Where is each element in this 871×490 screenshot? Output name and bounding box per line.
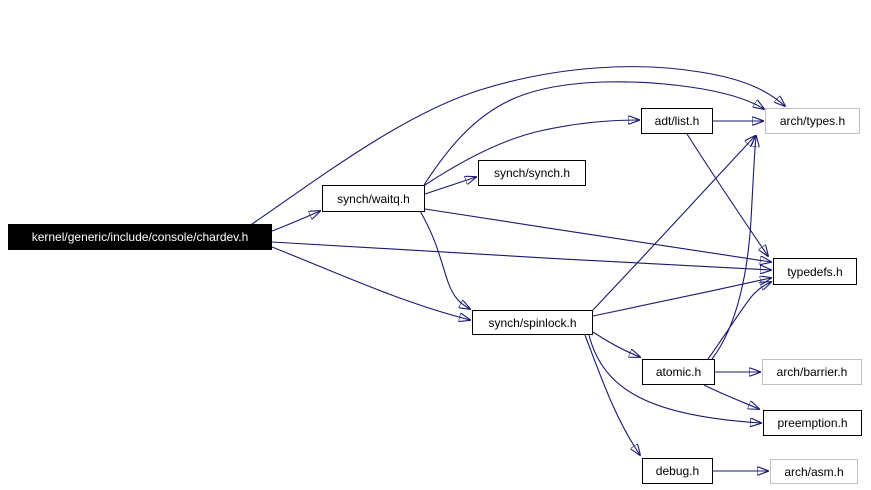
node-typedefs-h[interactable]: typedefs.h [773,258,857,285]
edge-waitq-to-spinlock [419,210,470,309]
edge-chardev-to-arch-types [251,66,785,225]
node-arch-types-h[interactable]: arch/types.h [765,108,860,134]
edge-waitq-to-arch-types [423,81,764,186]
edge-spinlock-to-debug [584,334,640,455]
edge-waitq-to-typedefs [424,208,771,262]
edge-atomic-to-typedefs [707,282,771,360]
node-synch-spinlock-h[interactable]: synch/spinlock.h [472,310,593,335]
edge-chardev-to-waitq [271,211,320,232]
node-synch-synch-h[interactable]: synch/synch.h [478,160,586,186]
edge-spinlock-to-typedefs [592,278,771,317]
node-synch-waitq-h[interactable]: synch/waitq.h [322,185,425,212]
node-atomic-h[interactable]: atomic.h [642,359,715,385]
edge-waitq-to-synch [424,177,476,195]
node-arch-barrier-h[interactable]: arch/barrier.h [762,359,862,385]
node-chardev-h: kernel/generic/include/console/chardev.h [8,224,272,250]
edge-chardev-to-spinlock [271,246,470,320]
edge-spinlock-to-atomic [592,331,640,357]
edge-spinlock-to-preemption [588,334,761,423]
node-arch-asm-h[interactable]: arch/asm.h [770,459,858,484]
edge-spinlock-to-arch-types [592,136,755,311]
node-preemption-h[interactable]: preemption.h [763,410,862,436]
edge-atomic-to-arch-types [711,136,756,360]
node-debug-h[interactable]: debug.h [642,458,713,484]
node-adt-list-h[interactable]: adt/list.h [641,108,713,134]
edge-waitq-to-adt-list [424,120,639,186]
edge-adt-list-to-typedefs [686,133,768,256]
edge-atomic-to-preemption [703,384,759,409]
edge-chardev-to-typedefs [271,241,771,270]
